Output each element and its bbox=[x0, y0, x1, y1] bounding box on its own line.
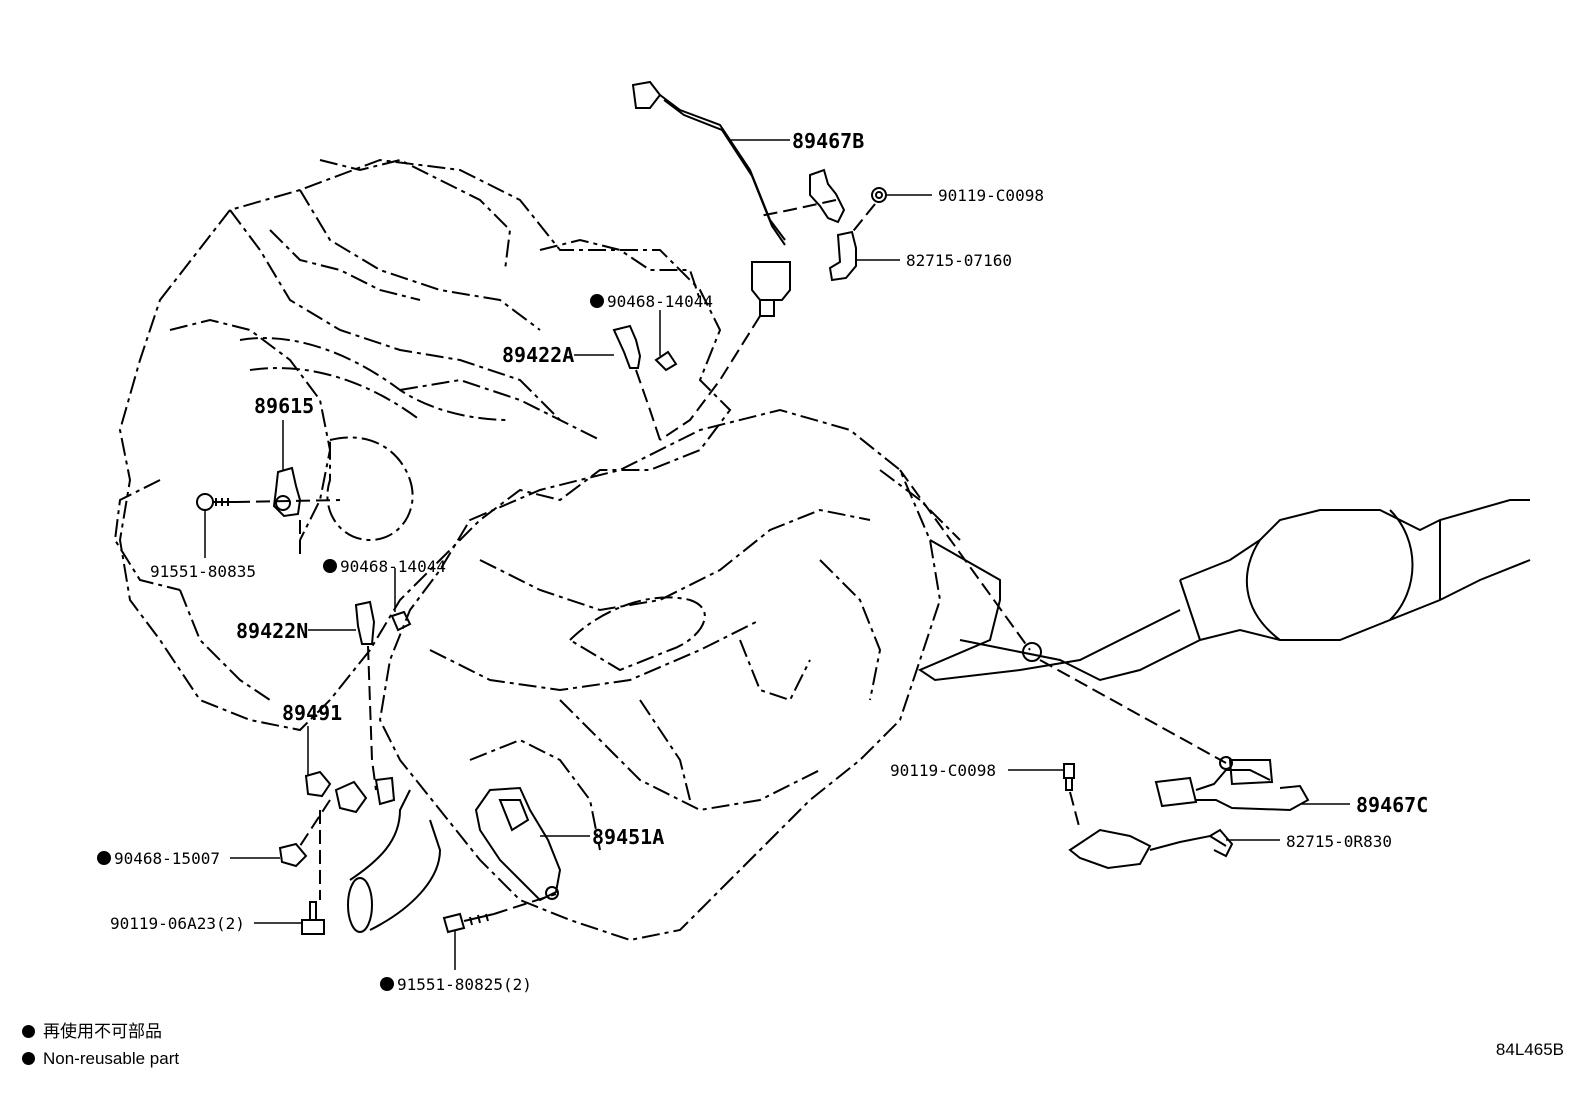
label-90468-14044-top: 90468-14044 bbox=[607, 292, 713, 311]
non-reusable-dot-icon bbox=[22, 1025, 35, 1038]
oxygen-sensor-89467C bbox=[1154, 756, 1310, 812]
bolt-91551-80825 bbox=[442, 912, 495, 934]
label-89467C: 89467C bbox=[1356, 793, 1428, 817]
label-90468-14044-mid: 90468-14044 bbox=[340, 557, 446, 576]
exhaust-assembly bbox=[917, 499, 1531, 682]
legend-en-text: Non-reusable part bbox=[43, 1049, 180, 1068]
transaxle-outline bbox=[378, 408, 961, 942]
part-labels: 89467B 90119-C0098 82715-07160 90468-140… bbox=[110, 129, 1428, 994]
legend-jp-text: 再使用不可部品 bbox=[43, 1022, 162, 1041]
coolant-hose bbox=[347, 789, 442, 933]
speed-sensor-89491 bbox=[304, 770, 396, 814]
non-reusable-dot-icon bbox=[22, 1052, 35, 1065]
label-89451A: 89451A bbox=[592, 825, 664, 849]
label-90119-C0098-bot: 90119-C0098 bbox=[890, 761, 996, 780]
label-89422A: 89422A bbox=[502, 343, 574, 367]
label-91551-80825: 91551-80825(2) bbox=[397, 975, 532, 994]
sensor-89422N bbox=[354, 600, 412, 645]
oxygen-sensor-89467B bbox=[631, 80, 791, 317]
knock-sensor-89615 bbox=[272, 466, 302, 518]
engine-outline bbox=[113, 158, 732, 732]
label-90468-15007: 90468-15007 bbox=[114, 849, 220, 868]
label-89491: 89491 bbox=[282, 701, 342, 725]
label-82715-07160: 82715-07160 bbox=[906, 251, 1012, 270]
sensor-89422A bbox=[612, 324, 678, 372]
non-reusable-dot bbox=[590, 294, 604, 308]
non-reusable-dot bbox=[380, 977, 394, 991]
legend-row-en: Non-reusable part bbox=[22, 1045, 179, 1072]
bracket-82715-0R830 bbox=[1068, 828, 1234, 870]
nut-90119-C0098-bot bbox=[1063, 763, 1075, 791]
label-82715-0R830: 82715-0R830 bbox=[1286, 832, 1392, 851]
assembly-lines bbox=[235, 199, 1227, 915]
legend-row-jp: 再使用不可部品 bbox=[22, 1018, 179, 1045]
bracket-82715-07160 bbox=[809, 168, 857, 282]
label-91551-80835: 91551-80835 bbox=[150, 562, 256, 581]
clip-90468-15007 bbox=[278, 842, 308, 868]
bolt-91551-80835 bbox=[196, 493, 236, 511]
leader-lines bbox=[204, 139, 1350, 970]
non-reusable-markers bbox=[97, 294, 604, 991]
nut-90119-C0098-top bbox=[871, 187, 887, 203]
non-reusable-dot bbox=[97, 851, 111, 865]
label-89467B: 89467B bbox=[792, 129, 864, 153]
bolt-90119-06A23 bbox=[301, 901, 325, 935]
non-reusable-dot bbox=[323, 559, 337, 573]
legend: 再使用不可部品 Non-reusable part bbox=[22, 1018, 179, 1072]
drawing-number: 84L465B bbox=[1495, 1040, 1564, 1059]
label-89615: 89615 bbox=[254, 394, 314, 418]
label-90119-C0098-top: 90119-C0098 bbox=[938, 186, 1044, 205]
label-90119-06A23: 90119-06A23(2) bbox=[110, 914, 245, 933]
neutral-switch-89451A bbox=[474, 786, 562, 902]
label-89422N: 89422N bbox=[236, 619, 308, 643]
